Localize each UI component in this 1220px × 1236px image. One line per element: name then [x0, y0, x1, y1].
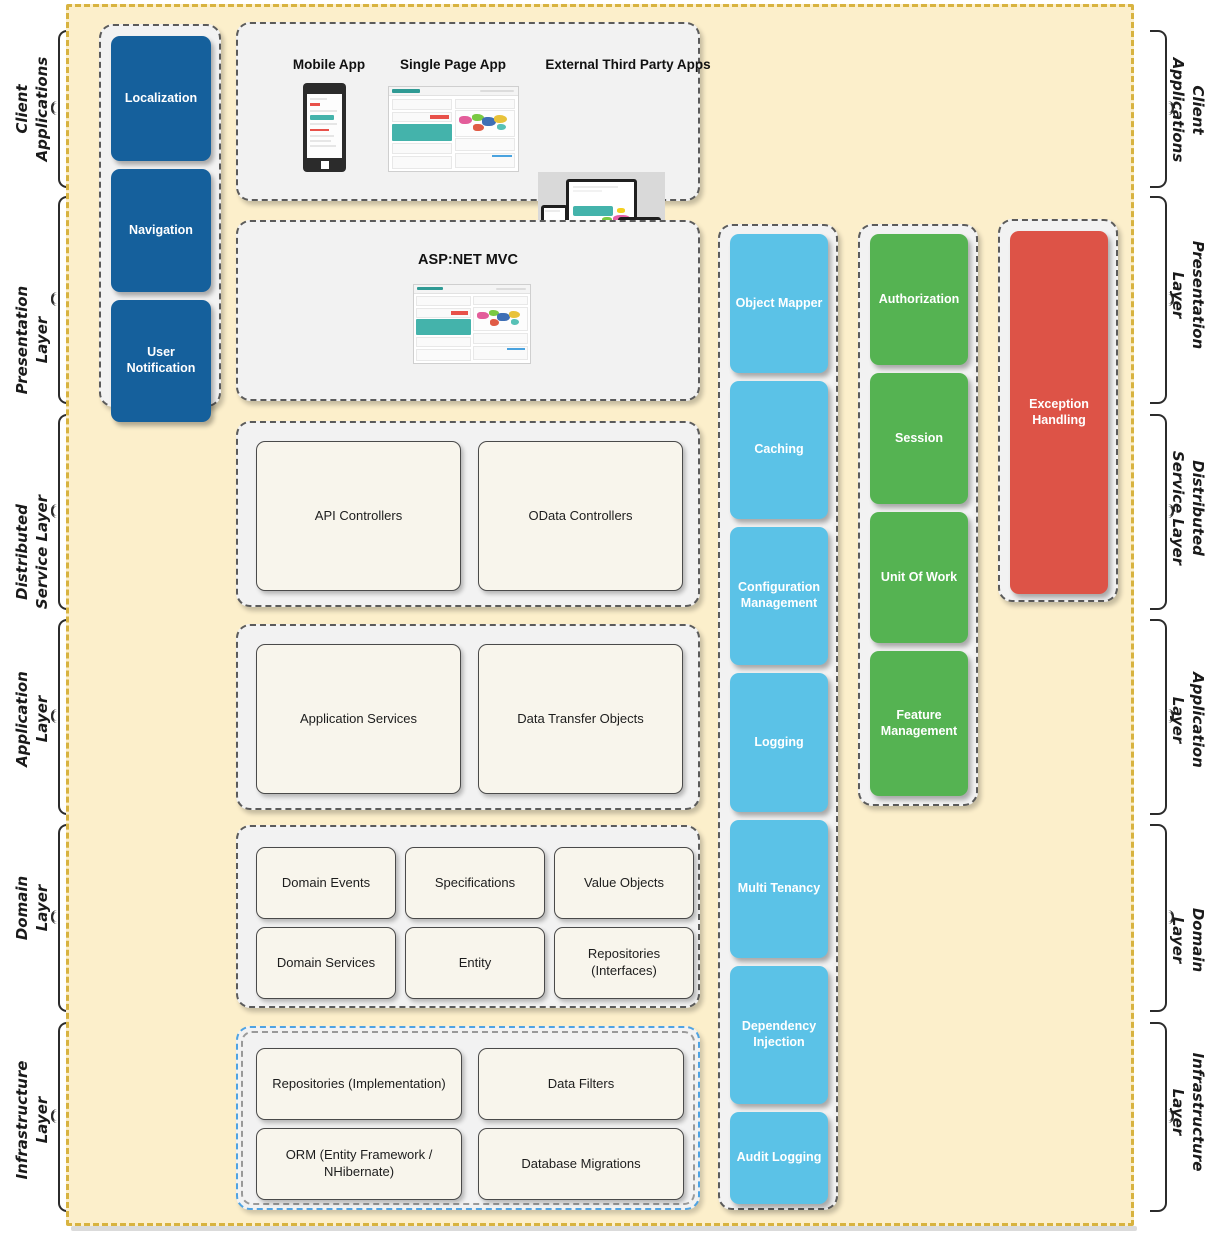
right-label-presentation-layer: Presentation Layer — [1168, 240, 1207, 350]
thumbnail-mobile-app — [303, 83, 346, 172]
brace-nib — [51, 1109, 60, 1123]
tile-navigation[interactable]: Navigation — [111, 169, 211, 292]
brace-nib — [1165, 504, 1174, 518]
tile-object-mapper[interactable]: Object Mapper — [730, 234, 828, 373]
tile-caching[interactable]: Caching — [730, 381, 828, 519]
group-presentation-aspnet-mvc: ASP:NET MVC — [236, 220, 700, 401]
screenshot-left-column — [416, 295, 471, 362]
brace-nib — [1165, 101, 1174, 115]
brace-nib — [51, 910, 60, 924]
brace-nib — [51, 504, 60, 518]
box-entity[interactable]: Entity — [405, 927, 545, 999]
left-label-distributed-service-layer: Distributed Service Layer — [13, 494, 52, 610]
brace-right-client-applications — [1150, 30, 1174, 188]
tile-configuration-management[interactable]: Configuration Management — [730, 527, 828, 665]
tile-audit-logging[interactable]: Audit Logging — [730, 1112, 828, 1204]
brace-nib — [1165, 292, 1174, 306]
screenshot-right-column — [473, 295, 528, 362]
group-cross-cutting-red: Exception Handling — [998, 219, 1118, 602]
tile-multi-tenancy[interactable]: Multi Tenancy — [730, 820, 828, 958]
right-label-infrastructure-layer: Infrastructure Layer — [1168, 1052, 1207, 1172]
brace-nib — [51, 101, 60, 115]
right-label-application-layer: Application Layer — [1168, 672, 1207, 768]
screenshot-right-column — [454, 98, 516, 170]
left-label-application-layer: Application Layer — [13, 671, 52, 767]
box-domain-services[interactable]: Domain Services — [256, 927, 396, 999]
brace-nib — [1165, 709, 1174, 723]
group-cross-cutting-cyan: Object Mapper Caching Configuration Mana… — [718, 224, 838, 1210]
left-label-domain-layer: Domain Layer — [13, 875, 52, 941]
box-data-filters[interactable]: Data Filters — [478, 1048, 684, 1120]
brace-nib — [51, 709, 60, 723]
tile-user-notification[interactable]: User Notification — [111, 300, 211, 422]
right-label-client-applications: Client Applications — [1168, 57, 1207, 163]
box-odata-controllers[interactable]: OData Controllers — [478, 441, 683, 591]
brace-nib — [1165, 910, 1174, 924]
group-infrastructure-layer: Repositories (Implementation) Data Filte… — [236, 1026, 700, 1210]
right-label-domain-layer: Domain Layer — [1168, 907, 1207, 973]
group-domain-layer: Domain Events Specifications Value Objec… — [236, 825, 700, 1008]
tile-session[interactable]: Session — [870, 373, 968, 504]
left-label-client-applications: Client Applications — [13, 56, 52, 162]
right-label-distributed-service-layer: Distributed Service Layer — [1168, 450, 1207, 566]
tile-logging[interactable]: Logging — [730, 673, 828, 812]
thumbnail-aspnet-mvc-dashboard — [413, 284, 531, 364]
tile-localization[interactable]: Localization — [111, 36, 211, 161]
brace-nib — [1165, 1109, 1174, 1123]
thumbnail-single-page-app — [388, 86, 519, 172]
group-client-applications: Mobile App Single Page App — [236, 22, 711, 258]
screenshot-toolbar — [414, 285, 530, 294]
box-database-migrations[interactable]: Database Migrations — [478, 1128, 684, 1200]
brace-right-presentation-layer — [1150, 196, 1174, 404]
group-application-layer: Application Services Data Transfer Objec… — [236, 624, 700, 810]
brace-right-distributed-service-layer — [1150, 414, 1174, 610]
box-data-transfer-objects[interactable]: Data Transfer Objects — [478, 644, 683, 794]
tile-dependency-injection[interactable]: Dependency Injection — [730, 966, 828, 1104]
box-repositories-implementation[interactable]: Repositories (Implementation) — [256, 1048, 462, 1120]
tile-exception-handling[interactable]: Exception Handling — [1010, 231, 1108, 594]
box-application-services[interactable]: Application Services — [256, 644, 461, 794]
box-orm[interactable]: ORM (Entity Framework / NHibernate) — [256, 1128, 462, 1200]
caption-mobile-app: Mobile App — [292, 57, 366, 72]
group-client-side-concerns: Localization Navigation User Notificatio… — [99, 24, 221, 422]
left-label-presentation-layer: Presentation Layer — [13, 285, 52, 395]
group-cross-cutting-green: Authorization Session Unit Of Work Featu… — [858, 224, 978, 806]
screenshot-left-column — [391, 98, 453, 170]
screenshot-toolbar — [389, 87, 518, 97]
caption-external-third-party-apps: External Third Party Apps — [545, 57, 711, 72]
box-api-controllers[interactable]: API Controllers — [256, 441, 461, 591]
brace-right-application-layer — [1150, 619, 1174, 815]
tile-authorization[interactable]: Authorization — [870, 234, 968, 365]
phone-home-button — [320, 161, 329, 169]
tile-feature-management[interactable]: Feature Management — [870, 651, 968, 796]
group-distributed-service-layer: API Controllers OData Controllers — [236, 421, 700, 607]
box-domain-events[interactable]: Domain Events — [256, 847, 396, 919]
box-repositories-interfaces[interactable]: Repositories (Interfaces) — [554, 927, 694, 999]
brace-right-infrastructure-layer — [1150, 1022, 1174, 1212]
caption-single-page-app: Single Page App — [399, 57, 507, 72]
box-value-objects[interactable]: Value Objects — [554, 847, 694, 919]
tile-unit-of-work[interactable]: Unit Of Work — [870, 512, 968, 643]
brace-right-domain-layer — [1150, 824, 1174, 1012]
left-label-infrastructure-layer: Infrastructure Layer — [13, 1060, 52, 1180]
caption-aspnet-mvc: ASP:NET MVC — [418, 252, 518, 268]
box-specifications[interactable]: Specifications — [405, 847, 545, 919]
brace-nib — [51, 292, 60, 306]
phone-screen — [307, 94, 342, 158]
